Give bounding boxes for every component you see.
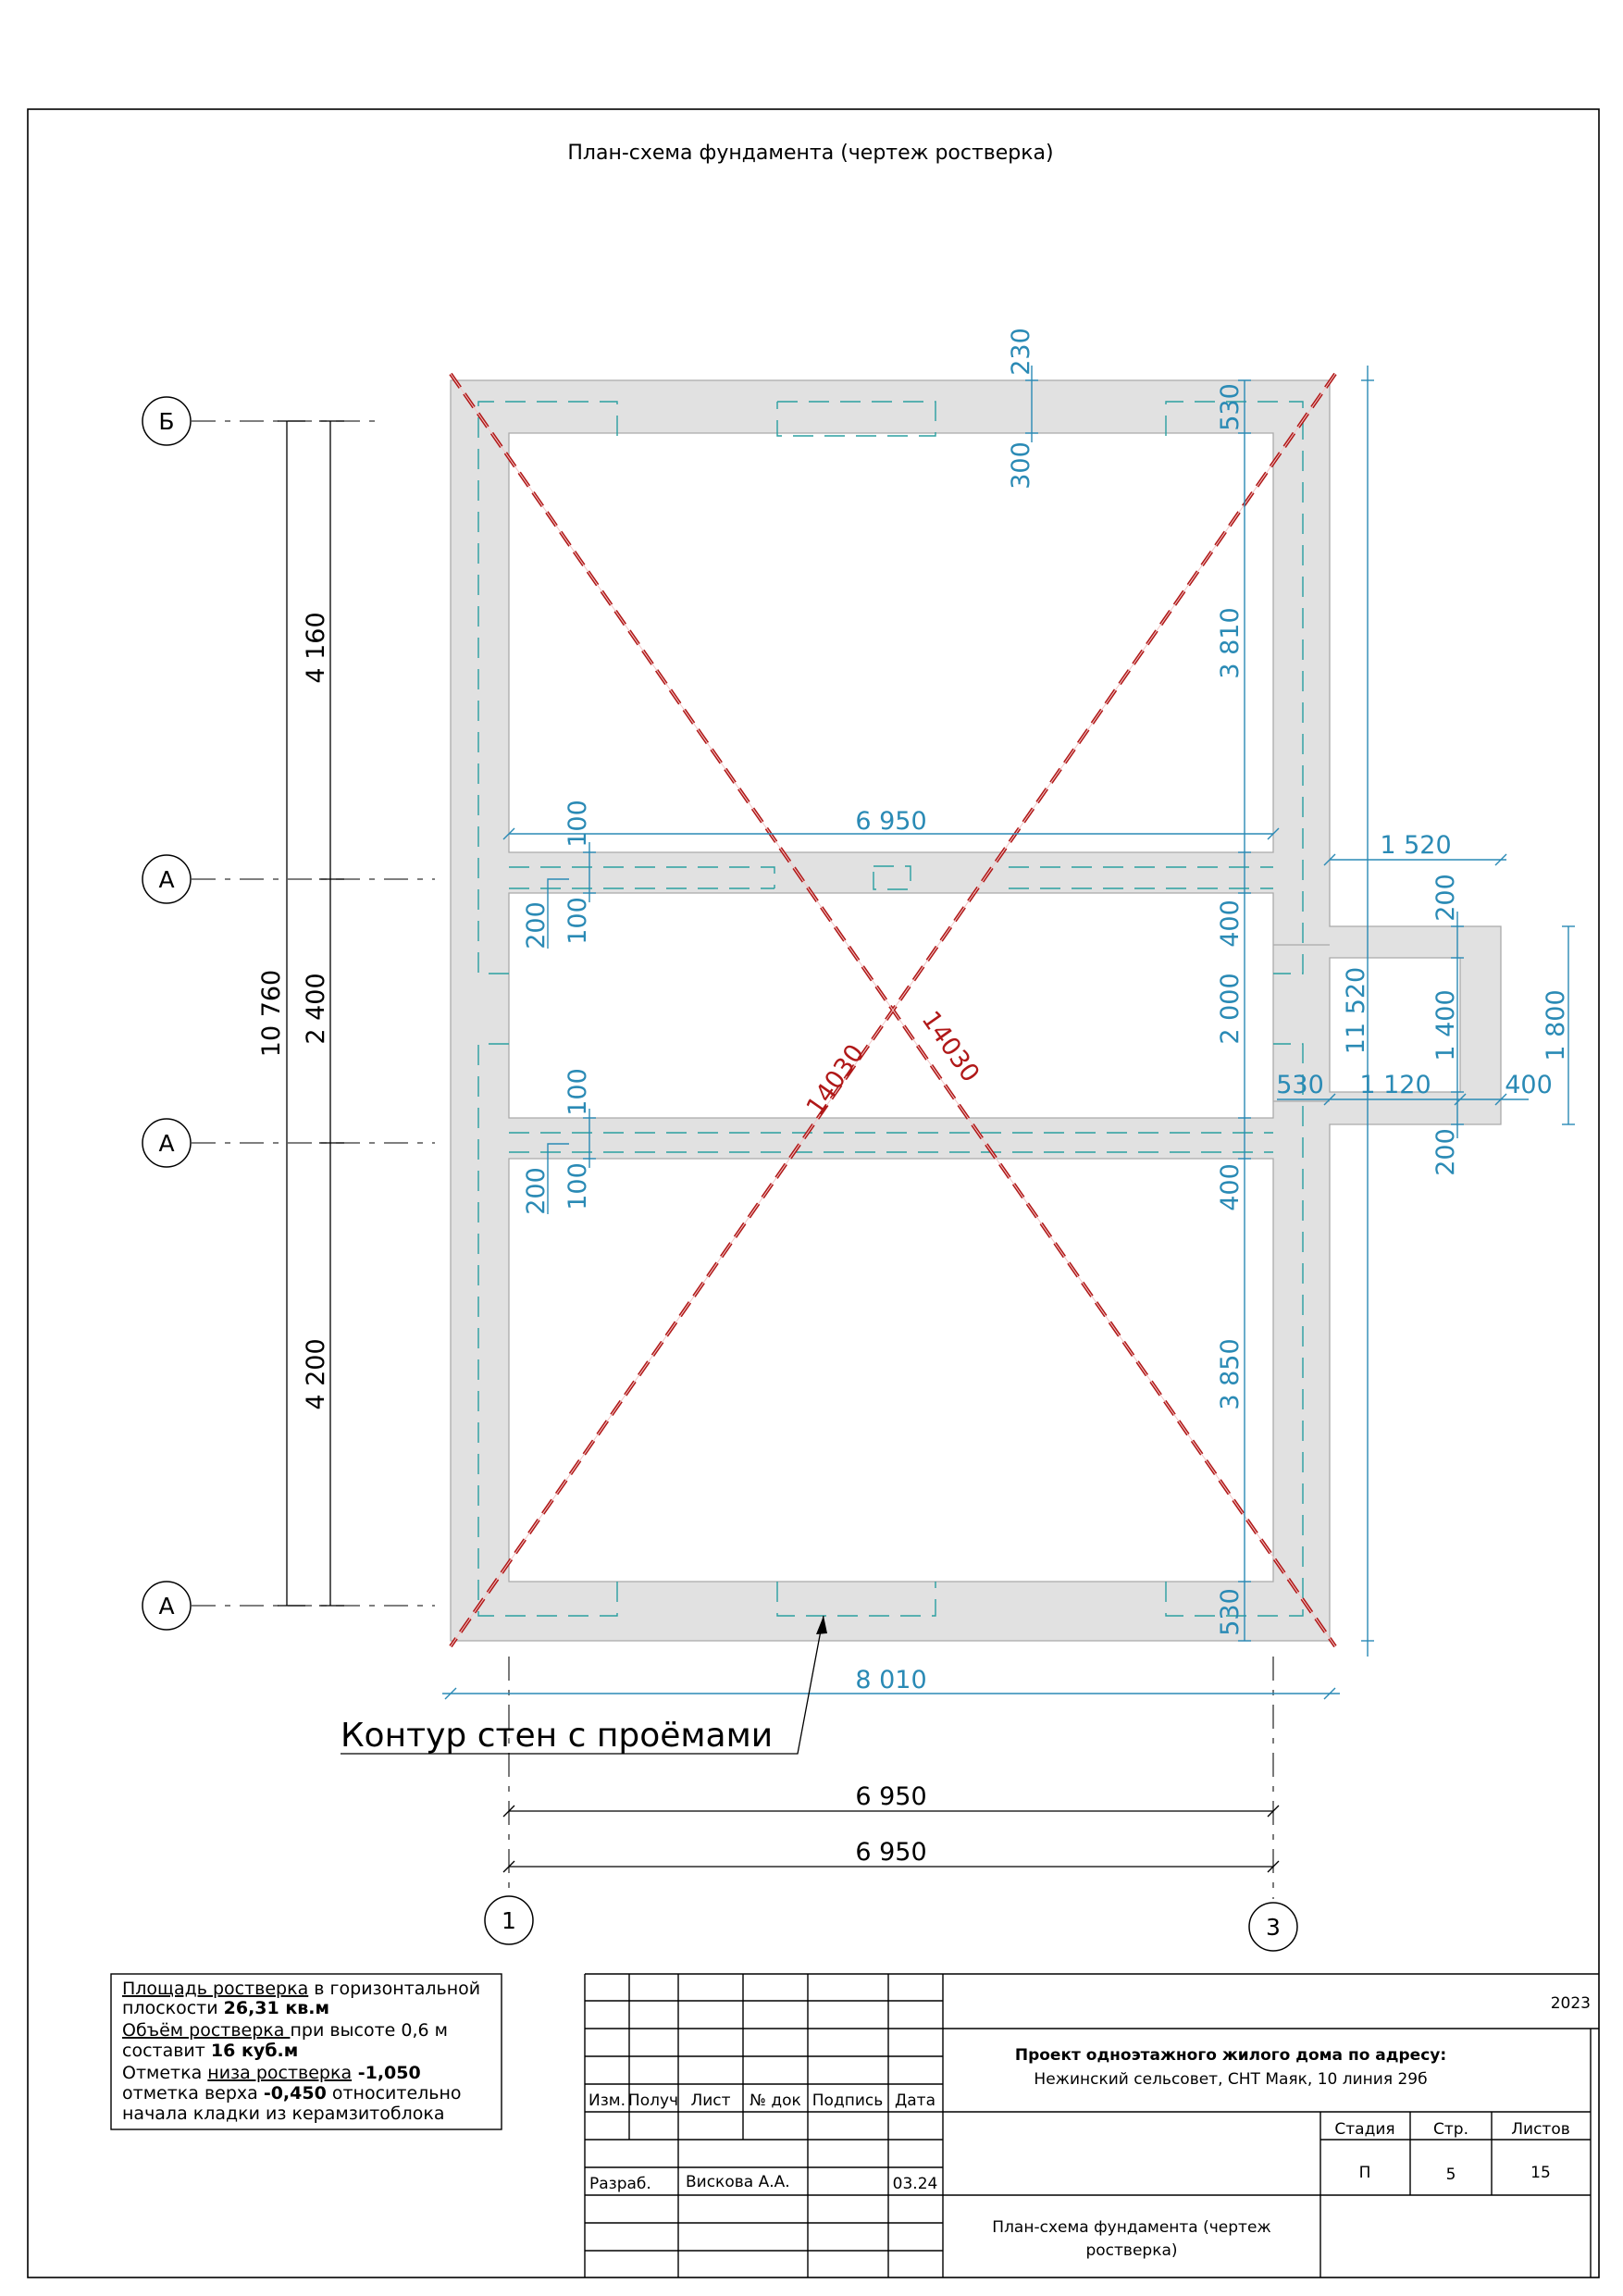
dim-mid-bay: 2 400 [302, 973, 330, 1044]
tb-h-izm: Изм. [588, 2091, 626, 2110]
tb-date: 03.24 [893, 2175, 938, 2193]
dim-top-bay: 4 160 [302, 612, 330, 683]
axis-label-a1: А [158, 866, 174, 893]
dim-inner-6950: 6 950 [855, 807, 926, 836]
dim-right-530-bot: 530 [1216, 1588, 1245, 1636]
axis-label-a3: А [158, 1593, 174, 1620]
dim-beam-200-b: 200 [522, 1167, 551, 1215]
axis-bubble-b [142, 396, 192, 446]
dim-right-3850: 3 850 [1216, 1338, 1245, 1409]
notes-box: Площадь ростверка в горизонтальной плоск… [110, 1973, 502, 2130]
grid-axes: Б А А А 1 3 [142, 396, 1298, 1952]
dim-right-400-b: 400 [1216, 1163, 1245, 1211]
dim-beam-100-d: 100 [564, 1162, 592, 1210]
note-line-7: начала кладки из керамзитоблока [122, 2104, 444, 2124]
drawing-title: План-схема фундамента (чертеж ростверка) [567, 142, 1053, 165]
dim-beam-100-b: 100 [564, 897, 592, 945]
dim-porch-1800: 1 800 [1542, 989, 1570, 1061]
axis-bubble-a3 [142, 1581, 192, 1631]
dim-230: 230 [1007, 328, 1035, 376]
dim-bottom-bay: 4 200 [302, 1338, 330, 1409]
dim-porch-1520: 1 520 [1380, 831, 1451, 860]
dim-right-400-a: 400 [1216, 900, 1245, 948]
axis-bubble-a1 [142, 854, 192, 904]
callout-text: Контур стен с проёмами [341, 1717, 773, 1755]
dim-porch-1120: 1 120 [1359, 1071, 1431, 1099]
dim-right-3810: 3 810 [1216, 607, 1245, 678]
tb-project-address: Нежинский сельсовет, СНТ Маяк, 10 линия … [1034, 2070, 1427, 2089]
wall-contour-dashed [477, 401, 1304, 1617]
dim-bottom-8010: 8 010 [855, 1666, 926, 1694]
note-line-3: Объём ростверка при высоте 0,6 м [122, 2020, 448, 2041]
dim-beam-100-a: 100 [564, 800, 592, 848]
right-inner-dimensions: 530 3 810 400 2 000 400 3 850 530 [1216, 379, 1251, 1642]
title-block: 2023 Проект одноэтажного жилого дома по … [584, 1973, 1599, 2277]
note-line-6: отметка верха -0,450 относительно [122, 2083, 462, 2104]
tb-page: 5 [1446, 2166, 1456, 2184]
tb-h-poluch: Получ [628, 2091, 678, 2110]
grillage-outline [450, 379, 1502, 1642]
wall-contour-callout: Контур стен с проёмами [341, 1615, 827, 1755]
tb-sheets: 15 [1530, 2164, 1551, 2182]
inner-width-dimension: 6 950 [502, 807, 1280, 840]
tb-stage-label: Стадия [1334, 2120, 1394, 2139]
porch-dimensions: 1 520 200 1 400 200 1 800 530 1 120 400 [1276, 831, 1575, 1176]
tb-page-label: Стр. [1433, 2120, 1468, 2139]
tb-h-doc: № док [750, 2091, 801, 2110]
dim-porch-200-a: 200 [1431, 874, 1460, 922]
right-total-dimension: 11 520 [1342, 366, 1374, 1657]
bottom-dimensions: 8 010 6 950 6 950 [442, 1666, 1340, 1873]
tb-stage: П [1359, 2164, 1371, 2182]
tb-sheet-title-1: План-схема фундамента (чертеж [992, 2218, 1270, 2237]
tb-developed-label: Разраб. [589, 2175, 651, 2193]
dim-porch-530: 530 [1276, 1071, 1324, 1099]
dim-300: 300 [1007, 441, 1035, 490]
tb-h-date: Дата [895, 2091, 935, 2110]
tb-sheet-title-2: ростверка) [1085, 2241, 1177, 2260]
dim-beam-200-a: 200 [522, 901, 551, 949]
dim-beam-100-c: 100 [564, 1068, 592, 1116]
dim-bottom-6950-a: 6 950 [855, 1782, 926, 1811]
axis-label-1: 1 [502, 1907, 516, 1934]
dim-porch-200-b: 200 [1431, 1128, 1460, 1176]
dim-total-height: 10 760 [257, 970, 286, 1057]
dim-bottom-6950-b: 6 950 [855, 1838, 926, 1867]
dim-right-11520: 11 520 [1342, 967, 1370, 1054]
note-line-5: Отметка низа ростверка -1,050 [122, 2063, 421, 2083]
tb-project-title: Проект одноэтажного жилого дома по адрес… [1015, 2046, 1446, 2065]
tb-sheets-label: Листов [1511, 2120, 1570, 2139]
axis-label-3: 3 [1266, 1914, 1281, 1941]
note-line-4: составит 16 куб.м [122, 2041, 298, 2061]
top-dimensions: 230 300 [1007, 328, 1038, 490]
axis-bubble-3 [1248, 1902, 1298, 1952]
axis-bubble-1 [484, 1895, 534, 1945]
dim-right-530-top: 530 [1216, 383, 1245, 431]
dim-porch-1400: 1 400 [1431, 989, 1460, 1061]
tb-year: 2023 [1551, 1994, 1591, 2013]
diagonal-length-1: 14030 [801, 1039, 871, 1121]
dim-right-2000: 2 000 [1216, 973, 1245, 1044]
axis-label-a2: А [158, 1130, 174, 1157]
tb-h-signature: Подпись [812, 2091, 883, 2110]
axis-label-b: Б [158, 408, 174, 435]
diagonal-length-2: 14030 [916, 1006, 985, 1087]
sheet-frame [27, 108, 1600, 2278]
dim-porch-400: 400 [1505, 1071, 1553, 1099]
tb-developer: Вискова А.А. [686, 2173, 790, 2191]
axis-bubble-a2 [142, 1118, 192, 1168]
note-line-2: плоскости 26,31 кв.м [122, 1998, 329, 2018]
beam-dimensions: 100 100 200 100 100 200 [522, 800, 596, 1215]
note-line-1: Площадь ростверка в горизонтальной [122, 1979, 480, 1999]
tb-h-list: Лист [690, 2091, 730, 2110]
left-dimensions: 10 760 4 160 2 400 4 200 [257, 420, 344, 1607]
